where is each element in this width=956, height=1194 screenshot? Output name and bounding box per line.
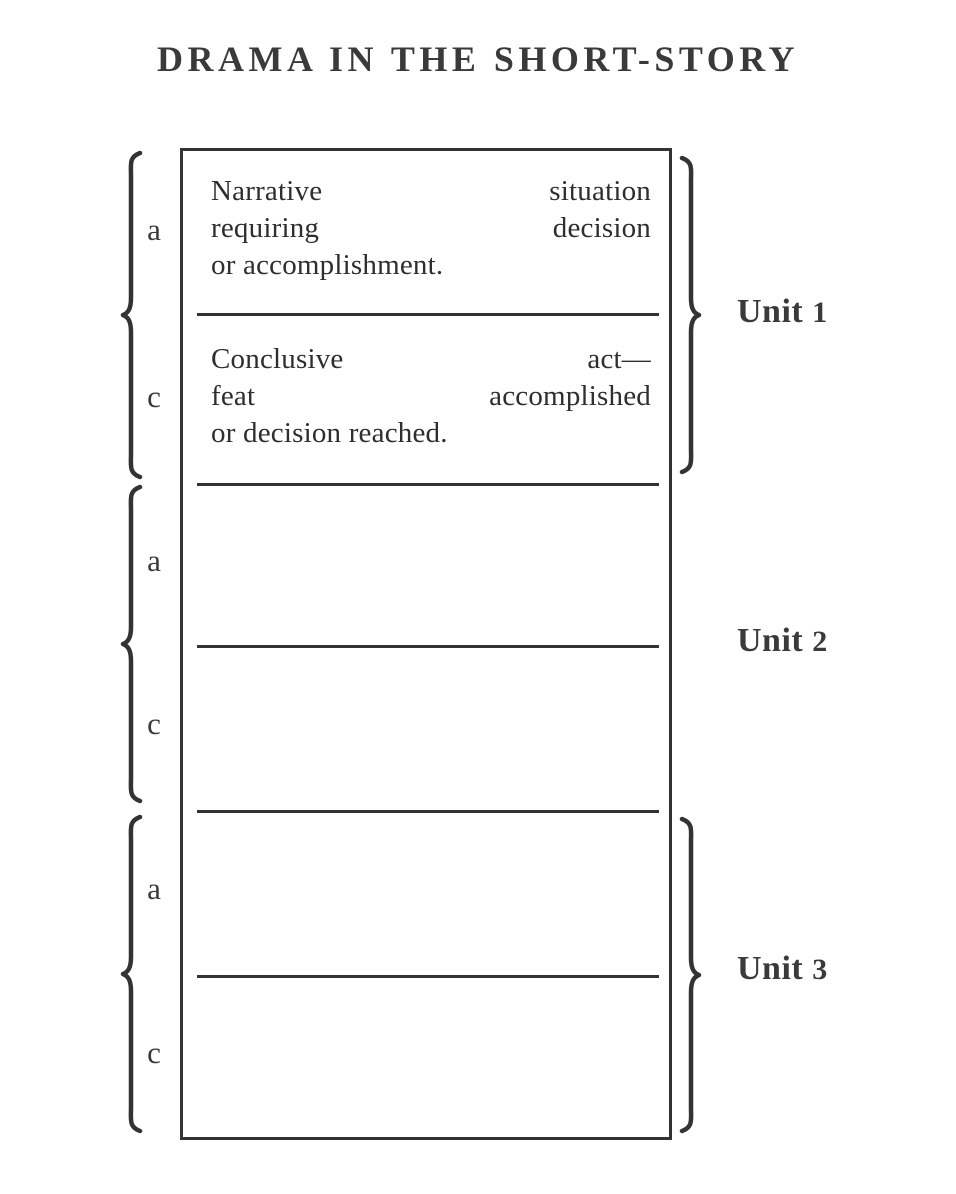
unit-word: Unit xyxy=(737,950,804,987)
row-letter-unit2-a: a xyxy=(147,543,161,578)
cell-line: Narrative situation xyxy=(211,175,651,207)
unit-number: 1 xyxy=(812,296,828,329)
cell-unit1-a: Narrative situation requiring decision o… xyxy=(211,173,651,284)
cell-unit1-c: Conclusive act— feat accomplished or dec… xyxy=(211,341,651,452)
diagram-outer-box: Narrative situation requiring decision o… xyxy=(180,148,672,1140)
cell-line: feat accomplished xyxy=(211,380,651,412)
right-brace-unit-1 xyxy=(676,155,702,475)
unit-number: 3 xyxy=(812,953,828,986)
divider-unit1-a-c xyxy=(197,313,659,316)
row-letter-unit2-c: c xyxy=(147,706,161,741)
row-letter-unit1-c: c xyxy=(147,379,161,414)
right-brace-unit-3 xyxy=(676,816,702,1134)
cell-line: or accomplishment. xyxy=(211,249,444,281)
row-letter-unit3-a: a xyxy=(147,871,161,906)
left-brace-unit-3 xyxy=(120,814,146,1134)
unit-word: Unit xyxy=(737,293,804,330)
cell-line: requiring decision xyxy=(211,212,651,244)
unit-word: Unit xyxy=(737,622,804,659)
cell-line: Conclusive act— xyxy=(211,343,651,375)
left-brace-unit-2 xyxy=(120,484,146,804)
divider-unit2-a-c xyxy=(197,645,659,648)
row-letter-unit3-c: c xyxy=(147,1035,161,1070)
cell-line: or decision reached. xyxy=(211,417,448,449)
page-title: DRAMA IN THE SHORT-STORY xyxy=(157,39,799,79)
divider-unit3-a-c xyxy=(197,975,659,978)
row-letter-unit1-a: a xyxy=(147,212,161,247)
divider-unit1-unit2 xyxy=(197,483,659,486)
unit-number: 2 xyxy=(812,625,828,658)
left-brace-unit-1 xyxy=(120,150,146,480)
divider-unit2-unit3 xyxy=(197,810,659,813)
